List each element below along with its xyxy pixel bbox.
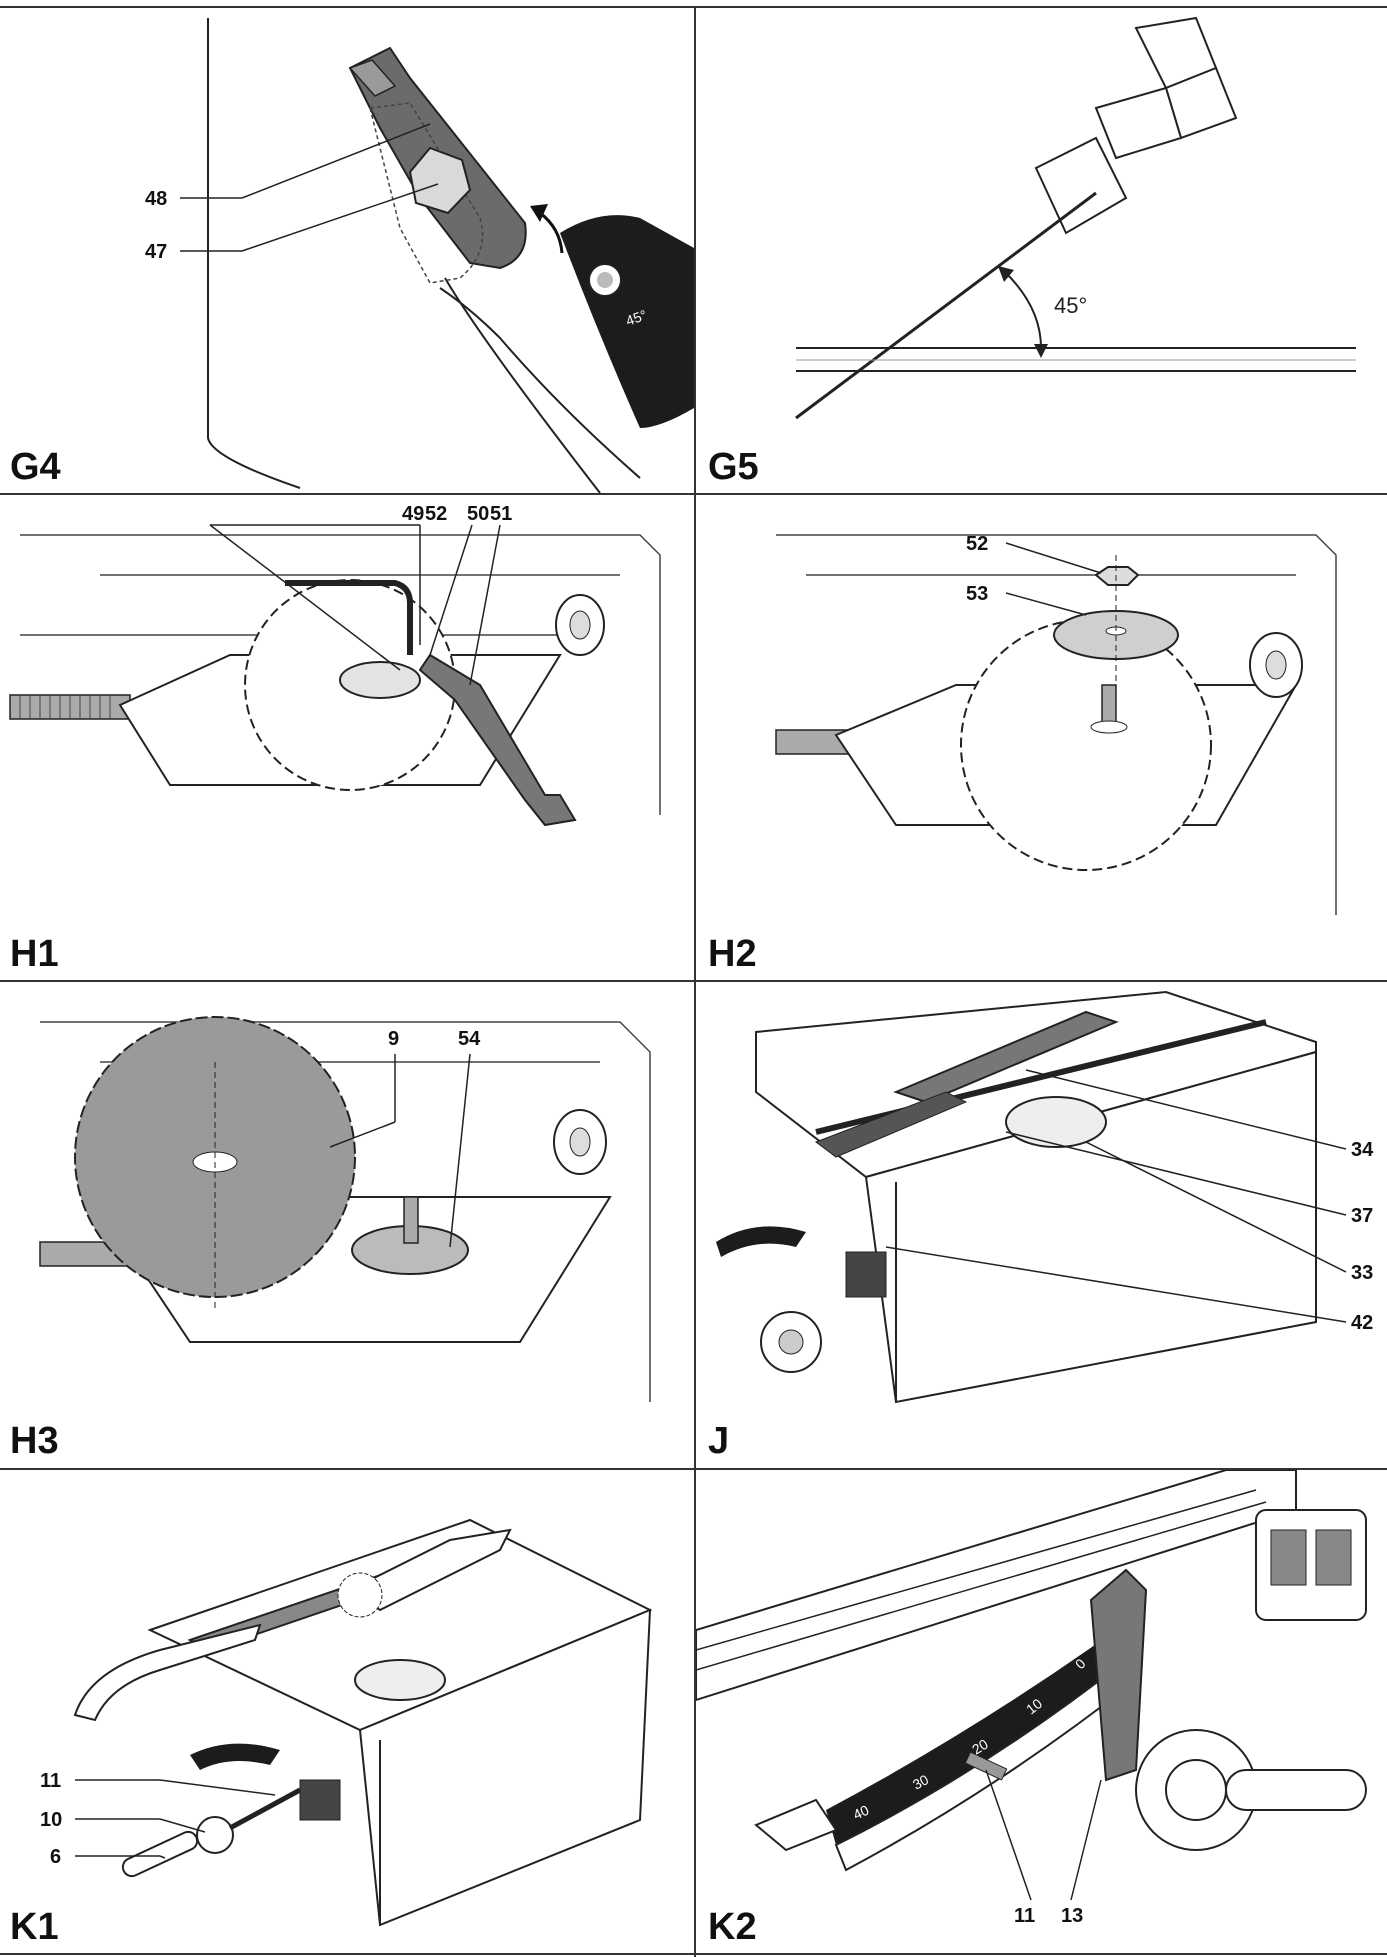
figure-label-h2: H2 bbox=[708, 933, 757, 975]
k2-illustration: 40 30 20 10 0 11 13 bbox=[696, 1470, 1367, 1927]
figure-label-g5: G5 bbox=[708, 446, 759, 488]
panel-k1: 11 10 6 K1 bbox=[0, 1470, 694, 1953]
frame-row-divider-3 bbox=[0, 1468, 1387, 1470]
callout-6: 6 bbox=[50, 1846, 61, 1868]
callout-11-k1: 11 bbox=[40, 1770, 61, 1792]
callout-42: 42 bbox=[1351, 1312, 1373, 1334]
k2-scale-tick-20: 20 bbox=[969, 1736, 991, 1758]
callout-34: 34 bbox=[1351, 1139, 1374, 1161]
callout-13: 13 bbox=[1061, 1905, 1083, 1927]
callout-53: 53 bbox=[966, 583, 988, 605]
callout-52-h2: 52 bbox=[966, 533, 988, 555]
j-illustration: 34 37 33 42 bbox=[716, 990, 1374, 1404]
g4-scale-label: 45° bbox=[624, 307, 649, 329]
panel-h1: 49 52 50 51 H1 bbox=[0, 495, 694, 980]
callout-48: 48 bbox=[145, 188, 167, 210]
callout-50: 50 bbox=[467, 503, 489, 525]
k1-illustration: 11 10 6 bbox=[40, 1518, 653, 1927]
frame-row-divider-2 bbox=[0, 980, 1387, 982]
figure-label-k1: K1 bbox=[10, 1906, 59, 1948]
g5-angle-label: 45° bbox=[1054, 293, 1087, 318]
frame-top-rule bbox=[0, 6, 1387, 8]
callout-33: 33 bbox=[1351, 1262, 1373, 1284]
callout-49: 49 bbox=[402, 503, 424, 525]
h2-illustration: 52 53 bbox=[775, 533, 1337, 915]
panel-g5: 45° G5 bbox=[696, 8, 1387, 493]
figure-label-g4: G4 bbox=[10, 446, 61, 488]
callout-10: 10 bbox=[40, 1809, 62, 1831]
panel-h3: 9 54 H3 bbox=[0, 982, 694, 1468]
figure-label-j: J bbox=[708, 1420, 730, 1462]
h1-illustration: 49 52 50 51 bbox=[9, 503, 661, 827]
g4-illustration: 45° 48 47 bbox=[145, 18, 694, 493]
panel-k2: 40 30 20 10 0 11 13 K2 bbox=[696, 1470, 1387, 1953]
panel-j: 34 37 33 42 J bbox=[696, 982, 1387, 1468]
frame-bottom-rule bbox=[0, 1953, 1387, 1955]
callout-9: 9 bbox=[388, 1028, 399, 1050]
h3-illustration: 9 54 bbox=[39, 1016, 651, 1402]
frame-row-divider-1 bbox=[0, 493, 1387, 495]
figure-label-h1: H1 bbox=[10, 933, 59, 975]
figure-label-h3: H3 bbox=[10, 1420, 59, 1462]
figure-label-k2: K2 bbox=[708, 1906, 757, 1948]
callout-11-k2: 11 bbox=[1014, 1905, 1035, 1927]
k2-scale-tick-40: 40 bbox=[851, 1802, 872, 1823]
callout-52-h1: 52 bbox=[425, 503, 447, 525]
k2-scale-tick-30: 30 bbox=[910, 1771, 931, 1793]
callout-37: 37 bbox=[1351, 1205, 1373, 1227]
panel-h2: 52 53 H2 bbox=[696, 495, 1387, 980]
callout-54: 54 bbox=[458, 1028, 481, 1050]
g5-illustration: 45° bbox=[795, 16, 1356, 420]
callout-47: 47 bbox=[145, 241, 167, 263]
panel-g4: 45° 48 47 G4 bbox=[0, 8, 694, 493]
callout-51: 51 bbox=[490, 503, 512, 525]
